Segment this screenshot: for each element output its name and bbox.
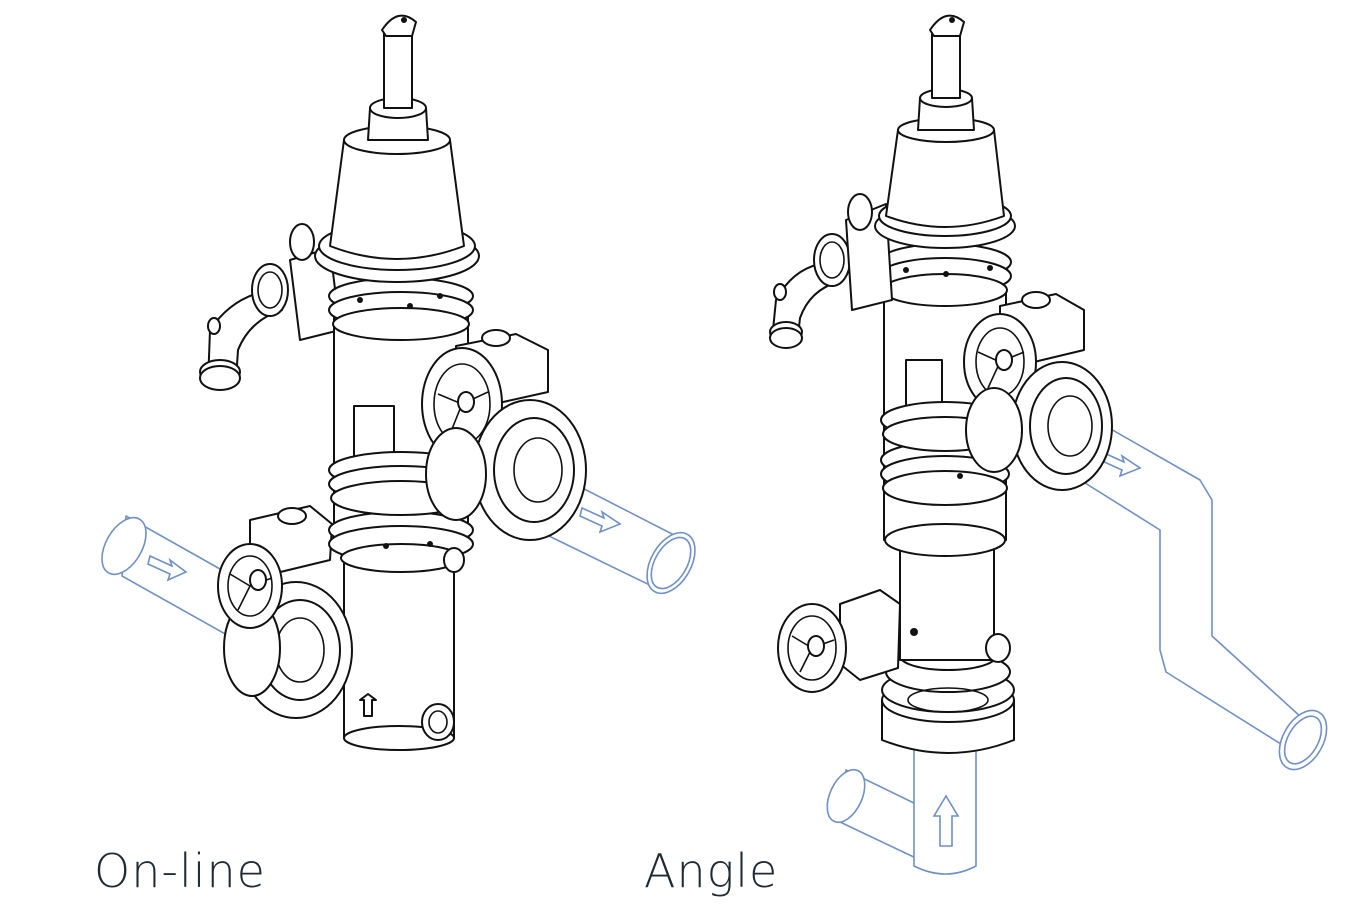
angle-configuration: [769, 14, 1328, 875]
flow-arrow-icon: [147, 554, 188, 582]
angle-outlet-valve: [963, 291, 1113, 491]
online-outlet-valve: [421, 329, 587, 541]
angle-outlet-pipe: [1057, 399, 1328, 771]
angle-drain-elbow: [769, 193, 893, 349]
angle-side-valve: [777, 589, 901, 693]
flow-arrow-icon: [932, 794, 960, 847]
angle-bottom-flange: [881, 641, 1015, 754]
online-label: On-line: [94, 844, 266, 898]
online-inlet-valve: [217, 505, 353, 719]
online-lower-housing: [343, 559, 455, 751]
angle-inlet-pipe: [826, 743, 977, 875]
online-drain-elbow: [199, 223, 341, 391]
angle-top-cap: [874, 14, 1016, 249]
flow-arrow-icon: [579, 506, 622, 534]
angle-label: Angle: [644, 844, 779, 898]
online-inlet-pipe: [101, 515, 237, 641]
online-configuration: [101, 14, 696, 751]
angle-lower-housing: [899, 539, 1011, 663]
online-top-cap: [314, 14, 480, 283]
